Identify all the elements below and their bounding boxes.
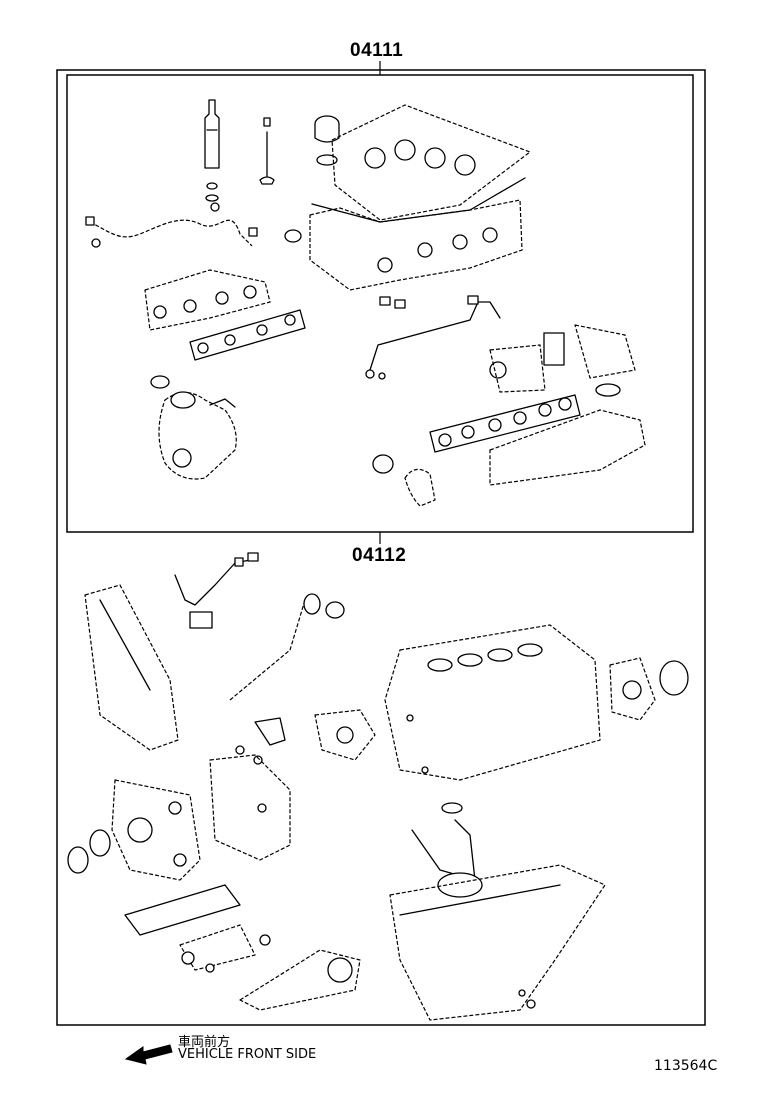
rear-oil-seal [659,660,689,696]
front-oil-seal [67,846,89,874]
oil-filter-bracket [239,949,361,1011]
valve [259,117,275,185]
sensor-wire [174,559,251,606]
oil-pump-housing [111,779,201,881]
arrow-left-icon [124,1044,173,1065]
oil-cooler-gasket [124,884,241,936]
front-direction-english: VEHICLE FRONT SIDE [178,1047,317,1062]
exhaust-manifold-gasket [189,309,306,361]
oil-pan [389,864,606,1021]
cylinder-head [309,199,523,291]
egr-pipe [369,301,501,371]
timing-belt-cover [84,584,179,751]
cylinder-block [384,624,601,781]
turbocharger [158,391,237,480]
intake-elbow [574,324,636,379]
wire-harness [89,219,253,247]
intake-manifold-gasket [429,394,581,453]
oil-strainer [411,819,476,881]
figure-id: 113564C [654,1058,718,1074]
kit-label-04112: 04112 [352,545,407,566]
intake-throttle [489,344,546,393]
rear-oil-seal-retainer [609,657,656,721]
oil-dipstick-pipe [229,594,319,701]
injector-nozzle [204,99,220,202]
outer-kit-frame [56,69,706,1026]
timing-cover-front [209,754,291,861]
crankshaft-seal [89,829,111,857]
oil-filler-cap [314,115,340,166]
kit-label-04111: 04111 [350,40,404,61]
cylinder-head-cover [331,104,531,221]
intake-gasket [543,332,565,366]
water-pump [314,709,376,761]
strainer-gasket [441,802,463,814]
water-pump-gasket [254,717,286,746]
sensor-bracket [189,611,213,629]
water-outlet-gasket [372,454,394,474]
head-cover-gasket [311,177,526,223]
water-outlet [404,468,436,507]
exhaust-manifold [144,269,271,331]
front-direction-japanese: 車両前方 [178,1035,231,1050]
intake-manifold [489,409,646,486]
